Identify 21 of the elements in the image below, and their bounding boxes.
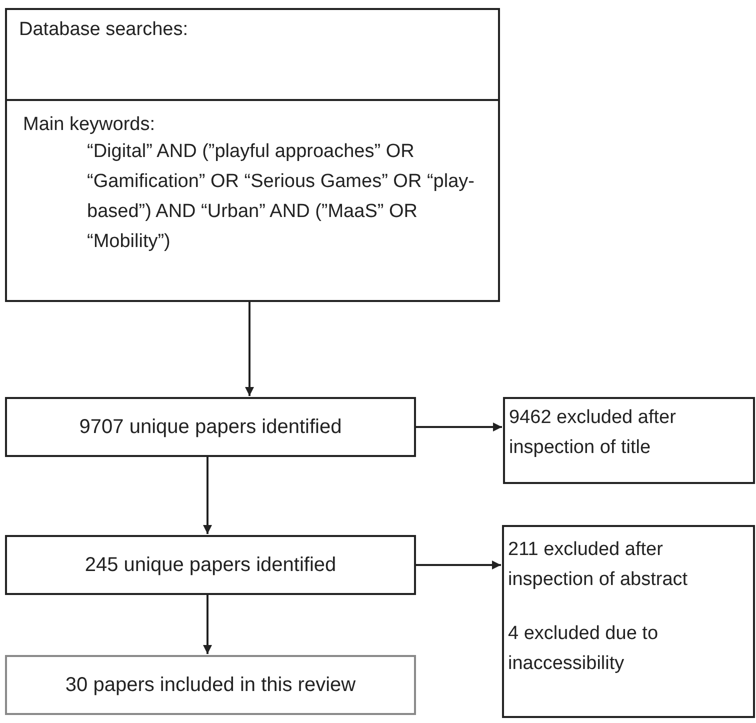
box-detail-text: 4 excluded due to inaccessibility xyxy=(508,622,660,676)
box-text: 211 excluded after inspection of abstract xyxy=(508,538,689,592)
arrow xyxy=(416,422,502,432)
box-text: 9462 excluded after inspection of title xyxy=(509,406,677,460)
process-box xyxy=(5,535,416,595)
box-text: 245 unique papers identified xyxy=(84,553,336,578)
box-text: 9707 unique papers identified xyxy=(79,415,342,440)
box-text: Database searches: xyxy=(19,18,189,42)
process-box xyxy=(5,655,416,715)
process-box xyxy=(5,397,416,457)
arrow xyxy=(245,302,254,396)
arrow xyxy=(203,457,212,534)
box-text: 30 papers included in this review xyxy=(65,673,356,698)
arrow xyxy=(416,560,501,570)
process-box xyxy=(503,397,755,484)
arrow xyxy=(203,595,212,654)
process-box xyxy=(502,525,755,718)
box-detail-text: “Digital” AND (”playful approaches” OR “Gamification” OR “Serious Games” OR “play-based”) AND “Urban” AND (”MaaS” OR “Mobility”) xyxy=(86,140,476,254)
process-box xyxy=(5,99,500,302)
box-text: Main keywords: xyxy=(23,113,156,137)
process-box xyxy=(5,8,500,101)
